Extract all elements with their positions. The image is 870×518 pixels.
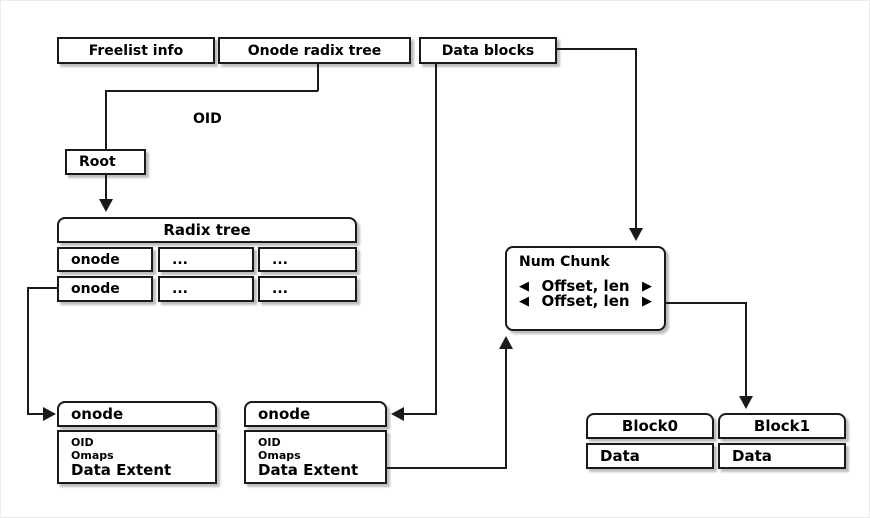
oid-edge-label: OID bbox=[193, 111, 222, 127]
num-chunk-title: Num Chunk bbox=[519, 254, 610, 270]
offset-len-label: Offset, len bbox=[541, 277, 630, 295]
connector-onode-to-root bbox=[105, 90, 107, 149]
right-arrow-icon: ▶ bbox=[642, 294, 652, 309]
connector-onode-to-root bbox=[317, 63, 319, 91]
radix-tree-header: Radix tree bbox=[57, 217, 357, 243]
arrowhead-down-icon bbox=[739, 396, 753, 409]
radix-cell: onode bbox=[57, 276, 153, 302]
radix-cell: ... bbox=[258, 247, 357, 272]
connector-onode-to-numchunk bbox=[387, 467, 506, 469]
radix-cell: ... bbox=[258, 276, 357, 302]
field-data-extent: Data Extent bbox=[258, 460, 359, 479]
block1-data-cell: Data bbox=[718, 443, 846, 469]
block0-header: Block0 bbox=[586, 413, 714, 439]
connector-radix-to-onode bbox=[27, 287, 57, 289]
onode-right-header: onode bbox=[244, 401, 387, 427]
connector-root-to-radix bbox=[105, 175, 107, 200]
radix-cell: ... bbox=[158, 276, 254, 302]
left-arrow-icon: ◀ bbox=[519, 294, 529, 309]
onode-left-body: OID Omaps Data Extent bbox=[57, 430, 217, 484]
radix-cell: ... bbox=[158, 247, 254, 272]
block1-header: Block1 bbox=[718, 413, 846, 439]
connector-onode-to-numchunk bbox=[505, 349, 507, 469]
num-chunk-box: Num Chunk ◀ Offset, len ▶ ◀ Offset, len … bbox=[505, 246, 666, 331]
connector-radix-to-onode bbox=[27, 413, 43, 415]
arrowhead-right-icon bbox=[43, 407, 56, 421]
freelist-info-box: Freelist info bbox=[57, 37, 215, 64]
field-oid: OID bbox=[258, 435, 281, 449]
field-omaps: Omaps bbox=[258, 448, 301, 462]
data-blocks-box: Data blocks bbox=[419, 37, 557, 64]
left-arrow-icon: ◀ bbox=[519, 279, 529, 294]
connector-datablocks-to-numchunk bbox=[635, 48, 637, 228]
connector-radix-to-onode bbox=[27, 287, 29, 414]
arrowhead-left-icon bbox=[391, 407, 404, 421]
root-box: Root bbox=[65, 149, 146, 175]
offset-len-label: Offset, len bbox=[541, 292, 630, 310]
connector-datablocks-to-onode bbox=[435, 63, 437, 415]
onode-left-header: onode bbox=[57, 401, 217, 427]
radix-cell: onode bbox=[57, 247, 153, 272]
num-chunk-entry: ◀ Offset, len ▶ bbox=[519, 294, 652, 309]
onode-radix-tree-box: Onode radix tree bbox=[218, 37, 411, 64]
right-arrow-icon: ▶ bbox=[642, 279, 652, 294]
connector-datablocks-to-numchunk bbox=[557, 48, 637, 50]
connector-datablocks-to-onode bbox=[404, 413, 437, 415]
connector-numchunk-to-block1 bbox=[745, 302, 747, 397]
field-data-extent: Data Extent bbox=[71, 460, 172, 479]
arrowhead-down-icon bbox=[99, 199, 113, 212]
arrowhead-down-icon bbox=[629, 228, 643, 241]
block0-data-cell: Data bbox=[586, 443, 714, 469]
field-oid: OID bbox=[71, 435, 94, 449]
field-omaps: Omaps bbox=[71, 448, 114, 462]
connector-numchunk-to-block1 bbox=[666, 302, 746, 304]
arrowhead-up-icon bbox=[499, 336, 513, 349]
num-chunk-entry: ◀ Offset, len ▶ bbox=[519, 279, 652, 294]
connector-onode-to-root bbox=[105, 90, 318, 92]
onode-right-body: OID Omaps Data Extent bbox=[244, 430, 387, 484]
